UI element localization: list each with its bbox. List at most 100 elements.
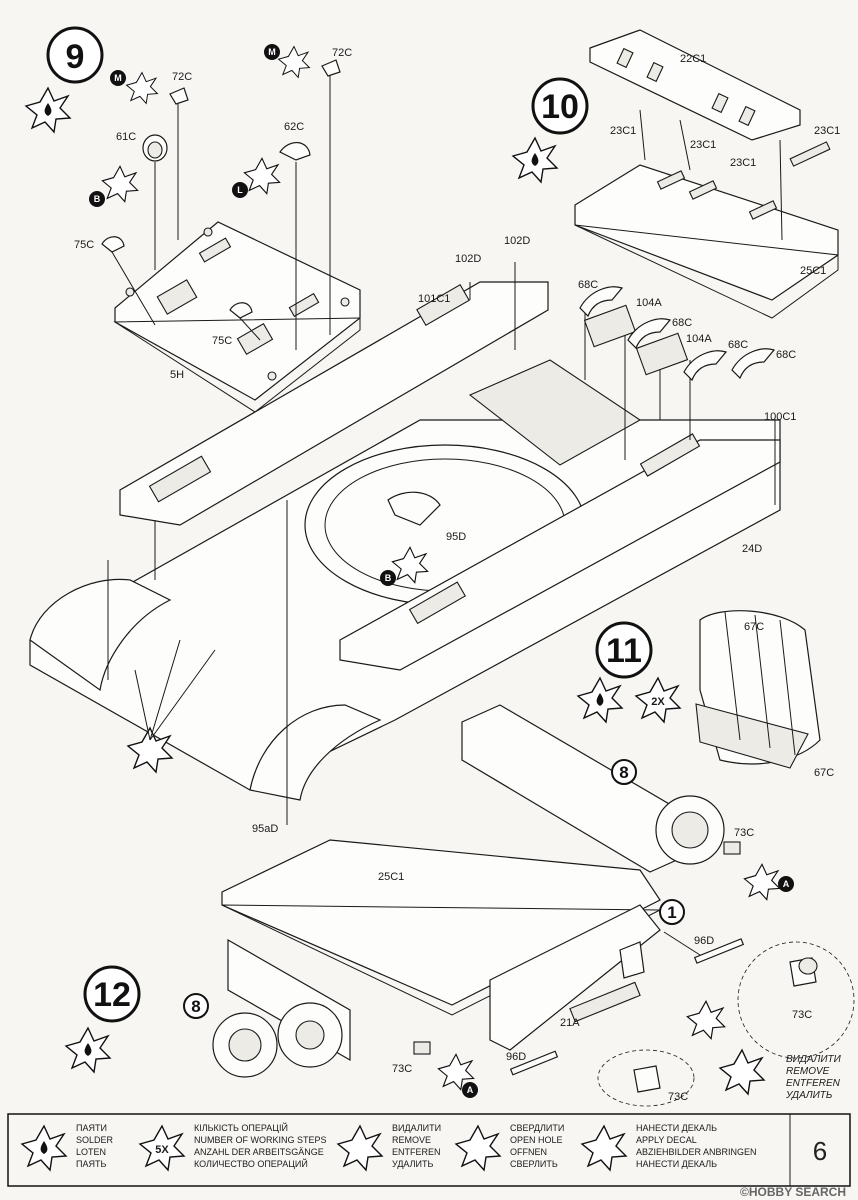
step-11-badge <box>595 621 653 679</box>
svg-text:67C: 67C <box>744 621 764 633</box>
part-73c-b <box>413 1041 431 1055</box>
part-104a-a <box>583 304 637 348</box>
svg-text:68C: 68C <box>672 317 692 329</box>
part-62c <box>279 142 311 161</box>
svg-text:REMOVE: REMOVE <box>786 1066 830 1077</box>
step-9: 9 M M B L 72C <box>25 26 361 413</box>
front-fender-right <box>249 704 382 801</box>
svg-text:67C: 67C <box>814 767 834 779</box>
legend-frame <box>7 1113 851 1187</box>
svg-text:95aD: 95aD <box>252 823 278 835</box>
part-100c1 <box>339 439 781 671</box>
svg-text:104A: 104A <box>636 297 662 309</box>
svg-text:23C1: 23C1 <box>814 125 840 137</box>
svg-text:NUMBER OF WORKING STEPS: NUMBER OF WORKING STEPS <box>194 1135 327 1145</box>
callout-1 <box>659 899 685 925</box>
svg-text:LOTEN: LOTEN <box>76 1147 106 1157</box>
part-72c-b <box>321 59 341 77</box>
svg-text:23C1: 23C1 <box>690 139 716 151</box>
svg-text:72C: 72C <box>332 47 352 59</box>
marker-a-1 <box>743 863 781 901</box>
svg-text:APPLY DECAL: APPLY DECAL <box>636 1135 697 1145</box>
marker-m-a <box>126 72 158 104</box>
remove-marker-2 <box>686 1000 726 1040</box>
svg-text:96D: 96D <box>694 935 714 947</box>
svg-text:24D: 24D <box>742 543 762 555</box>
svg-text:73C: 73C <box>792 1009 812 1021</box>
svg-text:8: 8 <box>191 997 200 1016</box>
step-12: 12 25C1 8 73C A 1 96D 21A 21A 96D 7 <box>65 839 855 1107</box>
svg-text:95D: 95D <box>446 531 466 543</box>
svg-text:23C1: 23C1 <box>730 157 756 169</box>
svg-text:СВЕРДЛИТИ: СВЕРДЛИТИ <box>510 1123 564 1133</box>
part-96d-a <box>693 938 745 964</box>
part-72c-a <box>169 87 189 105</box>
step-11: 11 2X 67C 67C 8 73C A <box>461 610 834 901</box>
svg-text:СВЕРЛИТЬ: СВЕРЛИТЬ <box>510 1159 558 1169</box>
part-75c-b <box>229 302 253 319</box>
svg-text:5H: 5H <box>170 369 184 381</box>
svg-text:73C: 73C <box>668 1091 688 1103</box>
step-10: 10 22C1 23C1 23C1 23C1 23C1 25C1 <box>512 29 840 319</box>
detail-circle <box>737 941 855 1059</box>
svg-text:УДАЛИТЬ: УДАЛИТЬ <box>785 1090 832 1101</box>
svg-text:ENTFEREN: ENTFEREN <box>392 1147 441 1157</box>
svg-text:68C: 68C <box>578 279 598 291</box>
part-73c-a <box>723 841 741 855</box>
svg-text:УДАЛИТЬ: УДАЛИТЬ <box>392 1159 433 1169</box>
part-95d <box>387 491 441 526</box>
svg-text:ВИДАЛИТИ: ВИДАЛИТИ <box>786 1054 842 1065</box>
svg-text:104A: 104A <box>686 333 712 345</box>
svg-text:23C1: 23C1 <box>610 125 636 137</box>
svg-text:ABZIEHBILDER ANBRINGEN: ABZIEHBILDER ANBRINGEN <box>636 1147 757 1157</box>
legend-drill-icon <box>455 1125 501 1171</box>
callout-8-a <box>611 759 637 785</box>
solder-icon <box>577 677 623 723</box>
part-101c1 <box>119 281 549 526</box>
side-hull <box>461 704 689 873</box>
step-12-badge <box>83 965 141 1023</box>
svg-text:M: M <box>268 47 276 57</box>
part-96d-b <box>509 1050 559 1076</box>
svg-text:102D: 102D <box>504 235 530 247</box>
svg-text:REMOVE: REMOVE <box>392 1135 431 1145</box>
svg-text:ENTFEREN: ENTFEREN <box>786 1078 841 1089</box>
svg-text:21A: 21A <box>560 1017 580 1029</box>
suspension-plate <box>489 904 661 1051</box>
hull-assembly: B 102D 102D 101C1 68C 104A 68C 104A 68C … <box>29 235 796 835</box>
svg-text:68C: 68C <box>728 339 748 351</box>
svg-text:8: 8 <box>619 763 628 782</box>
svg-text:25C1: 25C1 <box>800 265 826 277</box>
engine-plate <box>468 359 642 466</box>
svg-text:ВИДАЛИТИ: ВИДАЛИТИ <box>392 1123 441 1133</box>
part-68c-d <box>731 348 776 380</box>
svg-text:100C1: 100C1 <box>764 411 796 423</box>
svg-text:A: A <box>783 879 790 889</box>
svg-text:22C1: 22C1 <box>680 53 706 65</box>
svg-text:25C1: 25C1 <box>378 871 404 883</box>
svg-text:B: B <box>94 194 101 204</box>
legend-solder-icon <box>21 1125 67 1171</box>
svg-text:OFFNEN: OFFNEN <box>510 1147 547 1157</box>
callout-8-b <box>183 993 209 1019</box>
part-68c-c <box>683 350 728 382</box>
part-75c-a <box>101 236 125 253</box>
svg-text:2X: 2X <box>651 696 665 708</box>
svg-text:КІЛЬКІСТЬ ОПЕРАЦІЙ: КІЛЬКІСТЬ ОПЕРАЦІЙ <box>194 1122 288 1133</box>
svg-text:1: 1 <box>667 903 676 922</box>
step-10-badge <box>531 77 589 135</box>
step-9-number: 9 <box>66 38 85 76</box>
remove-marker <box>719 1049 765 1095</box>
svg-text:5X: 5X <box>155 1144 169 1156</box>
svg-text:75C: 75C <box>74 239 94 251</box>
svg-text:НАНЕСТИ ДЕКАЛЬ: НАНЕСТИ ДЕКАЛЬ <box>636 1123 717 1133</box>
svg-text:OPEN HOLE: OPEN HOLE <box>510 1135 563 1145</box>
step-9-badge <box>46 26 104 84</box>
svg-text:73C: 73C <box>392 1063 412 1075</box>
svg-text:10: 10 <box>541 88 579 126</box>
svg-text:72C: 72C <box>172 71 192 83</box>
svg-text:12: 12 <box>93 976 131 1014</box>
svg-text:102D: 102D <box>455 253 481 265</box>
